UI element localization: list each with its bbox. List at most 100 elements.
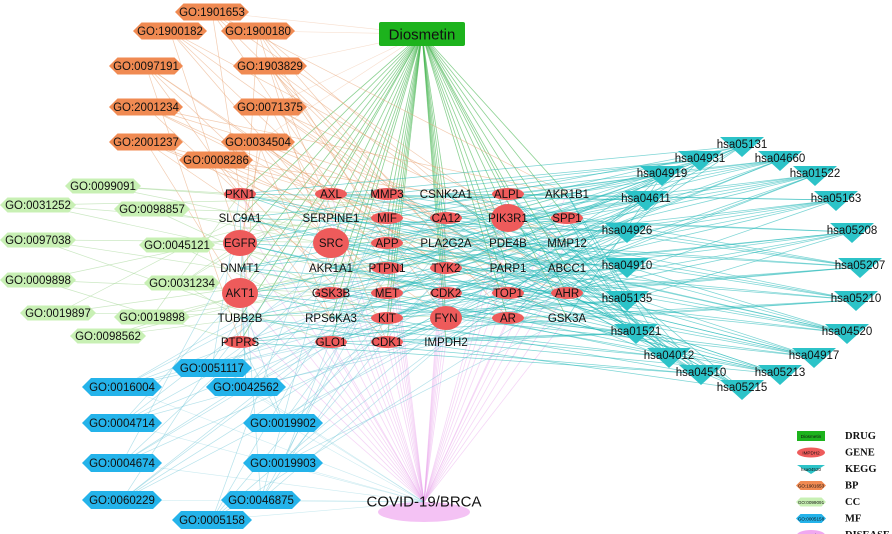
gene-node-label: SERPINE1 <box>303 213 360 225</box>
edge-gene-disease <box>239 193 425 503</box>
edge-gene-disease <box>423 341 447 503</box>
mf-node <box>243 454 323 472</box>
cc-node <box>0 197 76 213</box>
edge-drug-gene <box>421 33 568 294</box>
gene-node-label: ABCC1 <box>548 263 586 275</box>
gene-node <box>430 262 462 274</box>
edge-kegg-gene <box>330 231 628 269</box>
bp-node <box>179 151 253 169</box>
bp-node <box>221 22 295 40</box>
legend-swatch-kegg <box>797 465 825 474</box>
edge-kegg-gene <box>330 242 781 375</box>
legend-sample-text: GO:1901653 <box>798 484 825 489</box>
cc-node <box>70 328 146 344</box>
legend-sample-text: Diosmetin <box>801 434 822 439</box>
edge-kegg-gene <box>507 292 848 334</box>
kegg-node-label: hsa05210 <box>831 293 882 305</box>
edge-mf-gene <box>121 317 509 424</box>
edge-cc-gene <box>151 208 447 269</box>
cc-node-label: GO:0097038 <box>5 235 71 247</box>
gene-node-label: GLO1 <box>316 337 347 349</box>
edge-bp-gene <box>145 106 568 195</box>
legend-label-kegg: KEGG <box>845 464 877 475</box>
gene-node-label: AKR1A1 <box>309 263 353 275</box>
edge-kegg-gene <box>507 193 628 301</box>
bp-node <box>109 133 183 151</box>
edge-bp-gene <box>145 65 332 195</box>
edge-kegg-gene <box>566 266 861 294</box>
gene-node <box>492 312 524 324</box>
edge-gene-disease <box>423 317 509 503</box>
gene-node <box>371 212 403 224</box>
kegg-node <box>605 258 649 278</box>
edge-kegg-gene <box>445 159 701 195</box>
gene-node-label: AKT1 <box>226 288 255 300</box>
edge-kegg-gene <box>239 199 837 319</box>
cc-node <box>20 305 96 321</box>
legend-label-drug: DRUG <box>845 431 876 442</box>
edge-kegg-gene <box>566 199 837 244</box>
gene-node-label: SLC9A1 <box>219 213 262 225</box>
kegg-node <box>720 137 764 157</box>
edge-kegg-gene <box>330 217 857 301</box>
edge-kegg-gene <box>445 266 628 294</box>
edge-kegg-gene <box>330 174 816 343</box>
gene-node <box>492 287 524 299</box>
legend-label-gene: GENE <box>845 448 875 459</box>
edge-drug-gene <box>239 33 423 244</box>
edge-kegg-gene <box>239 193 628 268</box>
edge-cc-gene <box>176 244 388 269</box>
kegg-node <box>838 258 882 278</box>
gene-node <box>313 228 349 258</box>
gene-node <box>315 188 347 200</box>
bp-node-label: GO:2001234 <box>113 102 179 114</box>
legend-label-disease: DISEASE <box>845 530 890 534</box>
kegg-node <box>605 223 649 243</box>
edge-kegg-gene <box>566 242 743 390</box>
edge-kegg-gene <box>386 299 628 319</box>
drug-node <box>379 22 465 46</box>
edge-drug-gene <box>421 33 568 219</box>
edge-cc-gene <box>176 244 332 319</box>
edge-kegg-gene <box>330 267 815 358</box>
gene-node-label: TYK2 <box>432 263 461 275</box>
edge-bp-gene <box>257 141 447 269</box>
edge-kegg-gene <box>507 199 837 244</box>
edge-bp-gene <box>269 106 509 269</box>
mf-node-label: GO:0004714 <box>89 418 155 430</box>
edge-cc-gene <box>57 217 241 314</box>
kegg-node-label: hsa04919 <box>637 168 688 180</box>
edge-bp-gene <box>269 106 332 219</box>
cc-node-label: GO:0045121 <box>144 240 210 252</box>
kegg-node-label: hsa05163 <box>811 193 862 205</box>
gene-node <box>315 336 347 348</box>
mf-node-label: GO:0005158 <box>179 515 245 527</box>
legend-label-cc: CC <box>845 497 860 508</box>
cc-node <box>65 178 141 194</box>
disease-node-label: COVID-19/BRCA <box>366 494 481 511</box>
cc-node-label: GO:0031234 <box>149 278 215 290</box>
edge-kegg-gene <box>445 267 857 301</box>
kegg-node-label: hsa05215 <box>717 382 768 394</box>
gene-node-label: TOP1 <box>493 288 523 300</box>
edge-bp-gene <box>145 65 388 294</box>
edge-mf-gene <box>211 193 332 521</box>
edge-drug-gene <box>421 33 447 244</box>
kegg-node-label: hsa04520 <box>822 326 873 338</box>
cc-node <box>114 201 190 217</box>
kegg-node-label: hsa05213 <box>755 367 806 379</box>
mf-node <box>206 378 286 396</box>
mf-node <box>82 378 162 396</box>
edge-gene-disease <box>423 267 509 503</box>
gene-node <box>430 287 462 299</box>
edge-bp-gene <box>215 159 447 195</box>
gene-node-label: SPP1 <box>552 213 581 225</box>
edge-kegg-gene <box>239 217 628 233</box>
kegg-node-label: hsa05131 <box>717 139 768 151</box>
edge-gene-disease <box>386 267 425 503</box>
edge-kegg-gene <box>386 174 663 219</box>
gene-node <box>371 312 403 324</box>
gene-node <box>224 188 256 200</box>
edge-kegg-gene <box>239 341 702 375</box>
